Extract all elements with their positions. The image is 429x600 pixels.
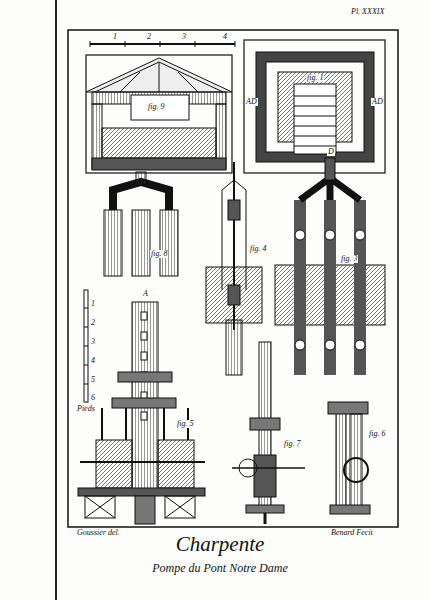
scale-number: 6 [90,394,96,402]
scale-number: 2 [146,33,152,41]
figure-label: fig. 4 [249,245,267,253]
figure-label: fig. 8 [150,250,168,258]
figure-label: fig. 3 [340,255,358,263]
part-letter: AD [245,98,258,106]
scale-unit: Pieds [76,405,96,413]
figure-label: fig. 7 [283,440,301,448]
scale-number: 1 [112,33,118,41]
scale-number: 4 [90,357,96,365]
scale-number: 4 [222,33,228,41]
engraver-credit: Benard Fecit [330,529,374,537]
part-letter: A [142,290,149,298]
plate-caption: Pompe du Pont Notre Dame [152,562,288,574]
plate-number: Pl. XXXIX [350,8,385,16]
figure-label: fig. 6 [368,430,386,438]
figure-label: fig. 9 [147,103,165,111]
figure-label: fig. 1 [306,74,324,82]
scale-number: 5 [90,376,96,384]
scale-number: 3 [90,338,96,346]
scale-number: 2 [90,319,96,327]
part-letter: AD [371,98,384,106]
plate-title: Charpente [176,534,265,555]
scale-number: 3 [181,33,187,41]
figure-label: fig. 5 [176,420,194,428]
engraver-credit: Goussier del. [76,529,121,537]
scale-number: 1 [90,300,96,308]
part-letter: D [327,148,335,156]
